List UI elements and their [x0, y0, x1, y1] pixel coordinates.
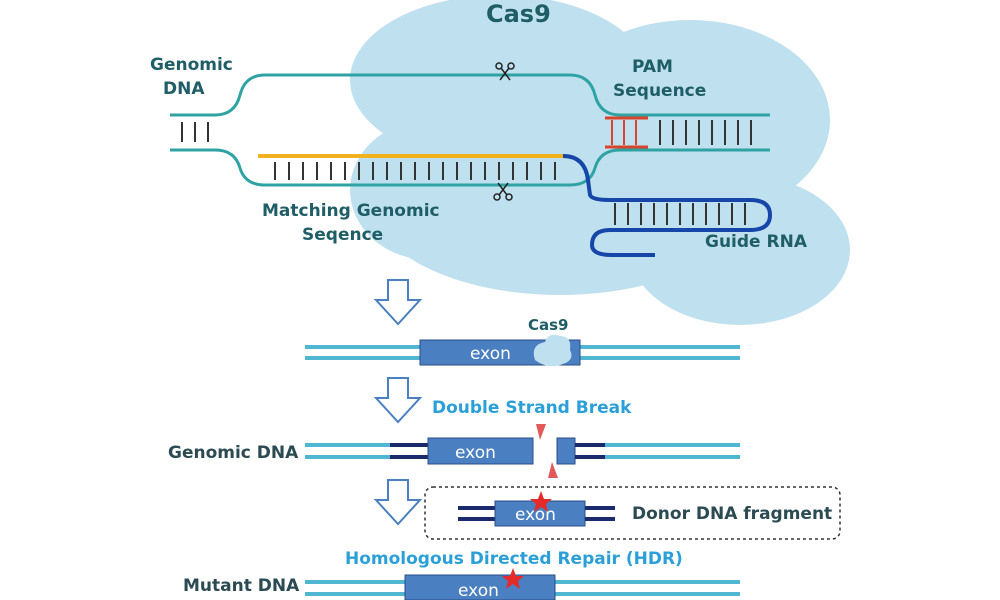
guide-rna-label: Guide RNA	[705, 232, 808, 252]
genomic-dna-label-1: Genomic	[150, 55, 233, 75]
cas9-title: Cas9	[486, 0, 551, 28]
exon-label: exon	[455, 443, 496, 463]
star-icon	[502, 568, 524, 589]
down-arrow-icon	[373, 479, 423, 526]
guide-rna-strand	[562, 154, 773, 257]
cas9-small-label: Cas9	[528, 316, 569, 334]
down-arrow-icon	[373, 377, 423, 424]
pam-label-1: PAM	[632, 57, 673, 77]
guide-rna-rungs	[614, 203, 746, 225]
scissors-icon	[493, 182, 513, 201]
hdr-label: Homologous Directed Repair (HDR)	[345, 549, 683, 569]
cas9-cloud	[350, 0, 850, 325]
matching-rungs	[274, 162, 556, 180]
exon-label: exon	[458, 581, 499, 600]
genomic-dna-mid-label: Genomic DNA	[168, 443, 299, 463]
genomic-dna-label-2: DNA	[163, 79, 205, 99]
dna-row-mutant: exon	[305, 568, 740, 600]
matching-label-2: Seqence	[302, 225, 383, 245]
genomic-dna-strands	[170, 73, 770, 187]
matching-label-1: Matching Genomic	[262, 201, 440, 221]
dna-row-break: exon	[305, 424, 740, 478]
donor-dna-label: Donor DNA fragment	[632, 504, 832, 524]
donor-dna-box	[424, 486, 841, 540]
pam-label-2: Sequence	[613, 81, 706, 101]
dna-rungs-left	[181, 122, 209, 142]
dna-row-cas9: exon	[305, 334, 740, 367]
mutant-dna-label: Mutant DNA	[183, 576, 300, 596]
down-arrow-icon	[373, 279, 423, 326]
double-strand-break-label: Double Strand Break	[432, 398, 632, 418]
scissors-icon	[495, 62, 515, 81]
cas9-small-blob	[533, 334, 572, 367]
exon-label: exon	[470, 344, 511, 364]
star-icon	[530, 491, 552, 512]
pam-sequence	[605, 116, 648, 149]
donor-dna-fragment: exon	[458, 491, 615, 527]
dna-rungs-right	[659, 120, 752, 145]
